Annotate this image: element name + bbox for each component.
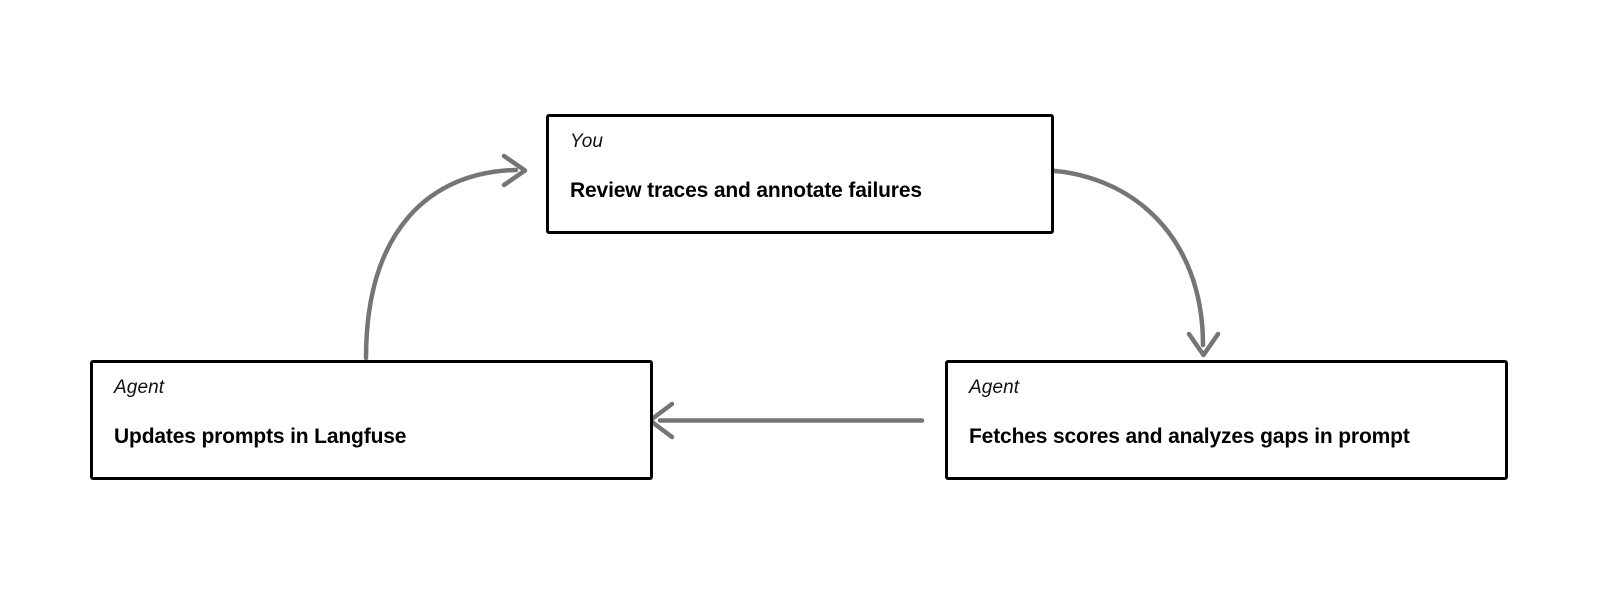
edge-you-to-fetch — [1037, 167, 1221, 358]
edge-fetch-to-update — [647, 401, 925, 440]
node-agent-fetch[interactable]: Agent Fetches scores and analyzes gaps i… — [945, 360, 1508, 480]
edge-fetch-to-update-arrowhead — [647, 401, 675, 440]
edge-update-to-you-line — [363, 167, 519, 361]
node-title-label: Fetches scores and analyzes gaps in prom… — [969, 425, 1410, 448]
node-role-label: Agent — [969, 377, 1020, 398]
edge-update-to-you-arrowhead — [501, 153, 528, 188]
node-role-label: You — [570, 131, 604, 152]
edge-you-to-fetch-line — [1037, 167, 1206, 348]
node-you-review[interactable]: You Review traces and annotate failures — [546, 114, 1054, 234]
edge-you-to-fetch-arrowhead — [1186, 331, 1221, 358]
node-title-label: Review traces and annotate failures — [570, 179, 922, 202]
node-role-label: Agent — [114, 377, 165, 398]
edge-update-to-you — [363, 153, 528, 361]
node-agent-update[interactable]: Agent Updates prompts in Langfuse — [90, 360, 653, 480]
node-title-label: Updates prompts in Langfuse — [114, 425, 407, 448]
